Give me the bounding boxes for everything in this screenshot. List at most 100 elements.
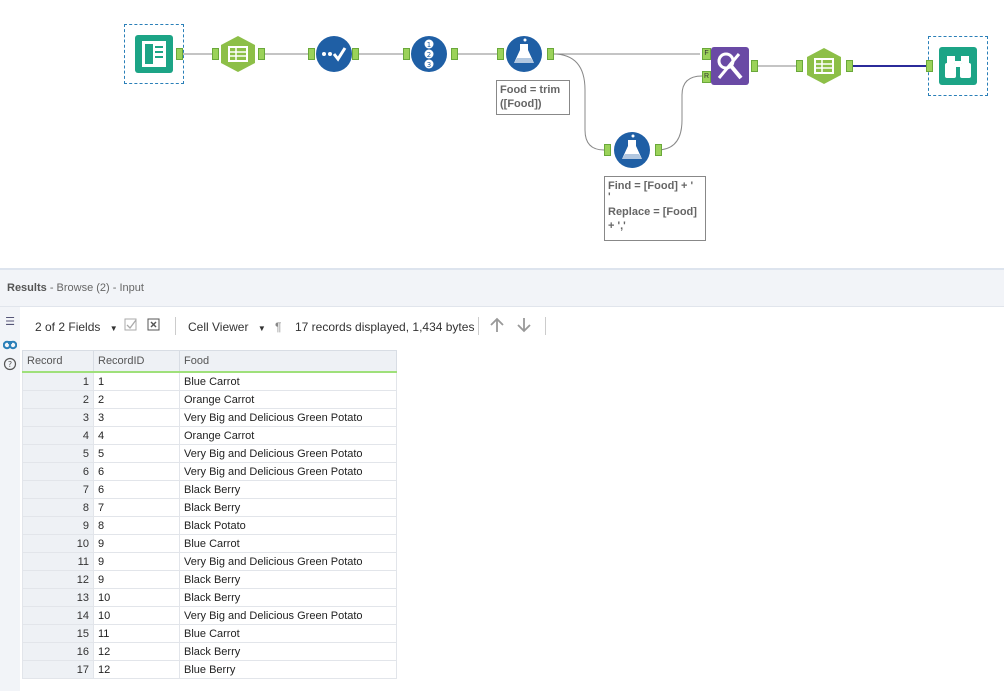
output-anchor[interactable]: [258, 48, 265, 60]
cell-recordid[interactable]: 12: [93, 660, 180, 679]
cell-recordid[interactable]: 3: [93, 408, 180, 427]
cell-recordid[interactable]: 9: [93, 534, 180, 553]
cell-record[interactable]: 12: [22, 570, 94, 589]
input-anchor[interactable]: [308, 48, 315, 60]
formula-tool-1[interactable]: [505, 35, 543, 78]
cell-recordid[interactable]: 4: [93, 426, 180, 445]
cell-recordid[interactable]: 9: [93, 552, 180, 571]
cell-record[interactable]: 3: [22, 408, 94, 427]
input-anchor[interactable]: [403, 48, 410, 60]
up-arrow-icon[interactable]: [488, 316, 506, 337]
binoculars-icon[interactable]: [2, 336, 18, 350]
pilcrow-icon[interactable]: ¶: [275, 320, 282, 334]
cell-record[interactable]: 11: [22, 552, 94, 571]
cell-recordid[interactable]: 6: [93, 462, 180, 481]
output-anchor[interactable]: [451, 48, 458, 60]
select-tool[interactable]: [219, 35, 257, 78]
workflow-canvas[interactable]: 1 2 3 Food = trim ([Food]) Find = [Food]…: [0, 0, 1004, 268]
cell-recordid[interactable]: 12: [93, 642, 180, 661]
list-icon[interactable]: ☰: [5, 316, 15, 328]
select-tool-2[interactable]: [805, 47, 843, 90]
input-tool[interactable]: [135, 35, 173, 78]
cell-food[interactable]: Black Berry: [179, 588, 397, 607]
cell-food[interactable]: Very Big and Delicious Green Potato: [179, 606, 397, 625]
checkbox-icon[interactable]: [124, 318, 138, 335]
cell-record[interactable]: 9: [22, 516, 94, 535]
cell-record[interactable]: 16: [22, 642, 94, 661]
output-anchor[interactable]: [846, 60, 853, 72]
find-replace-tool[interactable]: [711, 47, 749, 90]
cell-recordid[interactable]: 6: [93, 480, 180, 499]
record-id-tool[interactable]: 1 2 3: [410, 35, 448, 78]
cell-record[interactable]: 4: [22, 426, 94, 445]
cell-food[interactable]: Very Big and Delicious Green Potato: [179, 444, 397, 463]
cell-record[interactable]: 15: [22, 624, 94, 643]
cell-food[interactable]: Orange Carrot: [179, 390, 397, 409]
cell-food[interactable]: Blue Carrot: [179, 624, 397, 643]
cell-food[interactable]: Black Potato: [179, 516, 397, 535]
data-cleansing-tool[interactable]: [315, 35, 353, 78]
cell-recordid[interactable]: 10: [93, 606, 180, 625]
cell-food[interactable]: Orange Carrot: [179, 426, 397, 445]
cell-food[interactable]: Black Berry: [179, 642, 397, 661]
cell-food[interactable]: Very Big and Delicious Green Potato: [179, 462, 397, 481]
column-header-food[interactable]: Food: [179, 350, 397, 373]
cell-recordid[interactable]: 2: [93, 390, 180, 409]
find-anchor[interactable]: F: [702, 48, 711, 60]
input-anchor[interactable]: [212, 48, 219, 60]
input-anchor[interactable]: [604, 144, 611, 156]
formula-tool-2[interactable]: [613, 131, 651, 174]
cell-record[interactable]: 2: [22, 390, 94, 409]
cell-record[interactable]: 7: [22, 480, 94, 499]
output-anchor[interactable]: [176, 48, 183, 60]
cell-record[interactable]: 8: [22, 498, 94, 517]
cell-record[interactable]: 17: [22, 660, 94, 679]
cell-record[interactable]: 13: [22, 588, 94, 607]
cell-viewer-dropdown[interactable]: Cell Viewer ▼: [188, 320, 266, 334]
cell-record[interactable]: 10: [22, 534, 94, 553]
replace-anchor[interactable]: R: [702, 71, 711, 83]
cell-recordid[interactable]: 8: [93, 516, 180, 535]
cell-record[interactable]: 1: [22, 371, 94, 391]
output-anchor[interactable]: [547, 48, 554, 60]
fields-dropdown[interactable]: 2 of 2 Fields ▼: [35, 320, 118, 334]
cell-food[interactable]: Very Big and Delicious Green Potato: [179, 552, 397, 571]
output-anchor[interactable]: [655, 144, 662, 156]
cell-food[interactable]: Blue Berry: [179, 660, 397, 679]
browse-tool[interactable]: [939, 47, 977, 90]
input-anchor[interactable]: [796, 60, 803, 72]
cell-record[interactable]: 5: [22, 444, 94, 463]
cell-food[interactable]: Black Berry: [179, 480, 397, 499]
output-anchor[interactable]: [352, 48, 359, 60]
cell-food[interactable]: Black Berry: [179, 498, 397, 517]
cell-recordid[interactable]: 7: [93, 498, 180, 517]
input-anchor[interactable]: [926, 60, 933, 72]
output-anchor[interactable]: [751, 60, 758, 72]
column-header-record[interactable]: Record: [22, 350, 94, 373]
cell-food[interactable]: Very Big and Delicious Green Potato: [179, 408, 397, 427]
column-header-recordid[interactable]: RecordID: [93, 350, 180, 373]
cell-recordid[interactable]: 1: [93, 371, 180, 391]
cell-recordid[interactable]: 11: [93, 624, 180, 643]
cell-record[interactable]: 14: [22, 606, 94, 625]
cell-record[interactable]: 6: [22, 462, 94, 481]
cell-recordid[interactable]: 9: [93, 570, 180, 589]
input-anchor[interactable]: [497, 48, 504, 60]
clear-icon[interactable]: [147, 318, 161, 335]
